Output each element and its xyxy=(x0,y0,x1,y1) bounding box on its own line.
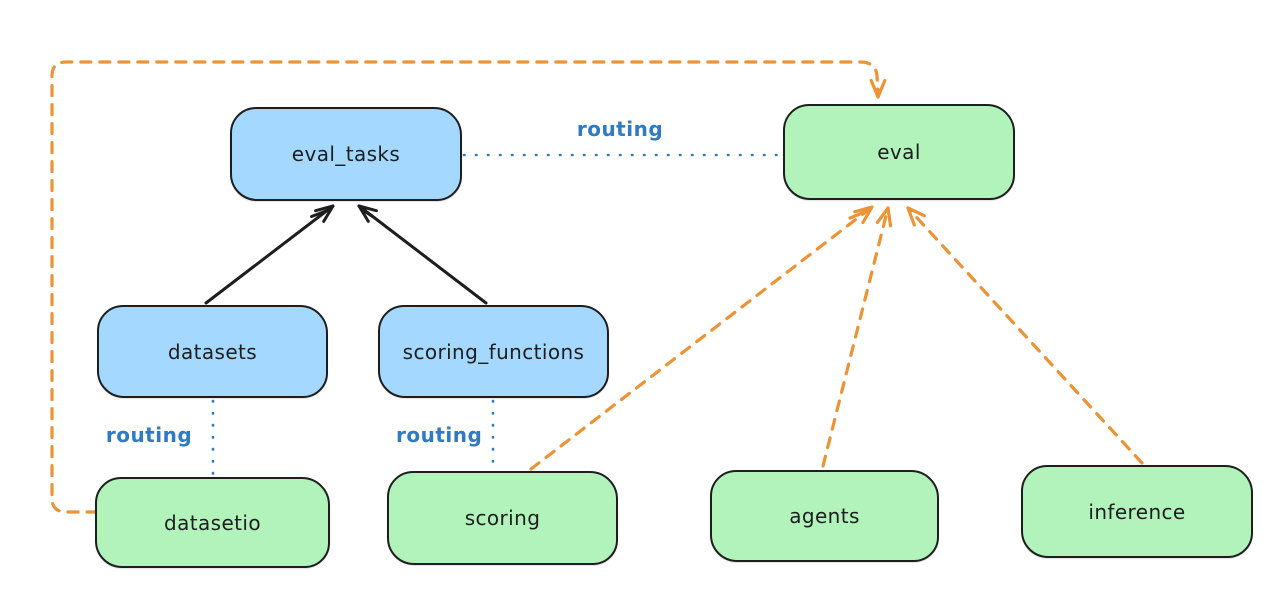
node-scoring: scoring xyxy=(387,471,618,565)
node-eval_tasks-label: eval_tasks xyxy=(291,142,401,166)
edge-label-routing-scoring: routing xyxy=(396,423,483,447)
edge-datasetio-to-eval-loop-arrow xyxy=(50,60,887,514)
node-eval_tasks: eval_tasks xyxy=(230,107,462,201)
node-inference-label: inference xyxy=(1088,499,1186,524)
node-eval: eval xyxy=(783,104,1015,200)
node-scoring_functions-label: scoring_functions xyxy=(402,339,585,364)
node-datasetio-label: datasetio xyxy=(163,510,261,535)
edge-agents-to-eval-arrow xyxy=(821,206,893,468)
node-datasets: datasets xyxy=(97,305,328,398)
edge-inference-to-eval-arrow xyxy=(906,206,1144,465)
node-scoring-label: scoring xyxy=(464,506,541,530)
edge-label-routing-datasets: routing xyxy=(105,423,193,447)
node-inference: inference xyxy=(1021,465,1253,558)
node-scoring_functions: scoring_functions xyxy=(378,305,609,398)
node-datasetio: datasetio xyxy=(95,477,330,568)
edge-datasets-to-eval_tasks-arrow xyxy=(204,204,335,305)
node-eval-label: eval xyxy=(877,140,921,164)
node-agents-label: agents xyxy=(789,504,860,528)
node-datasets-label: datasets xyxy=(167,339,258,364)
edge-scoring_functions-to-eval_tasks-arrow xyxy=(357,204,488,305)
edge-scoring-to-eval-arrow xyxy=(529,205,874,471)
edge-label-routing-top: routing xyxy=(576,117,664,141)
node-agents: agents xyxy=(710,470,939,562)
